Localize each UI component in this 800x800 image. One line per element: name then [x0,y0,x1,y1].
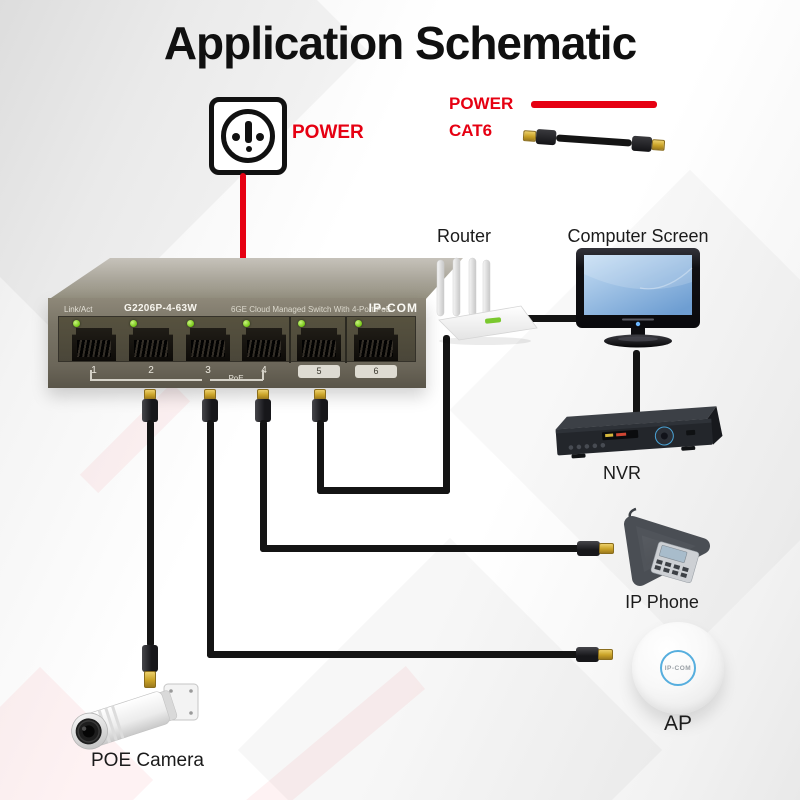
cable-plug [535,128,557,145]
port-led-icon [298,320,305,327]
cable-gold-tip [651,138,666,151]
port-led-icon [355,320,362,327]
rj45-port-4: 4 [238,317,290,376]
outlet-circle [221,109,275,163]
switch-linkact-label: Link/Act [64,305,93,314]
poe-bracket [210,379,263,381]
rj45-jack-icon [186,328,230,361]
cable-wire [555,133,633,147]
poe-camera-icon [71,683,199,750]
ap-icon: IP-COM [632,622,724,714]
eth-cable-nvr [633,350,640,420]
rj45-jack-icon [242,328,286,361]
legend-power-line [531,101,657,108]
switch-brand-logo: IP-COM [368,301,418,315]
port-number: 5 [298,365,340,378]
rj45-plug [577,541,600,556]
rj45-port-1: 1 [68,317,120,376]
rj45-plug [142,645,158,672]
rj45-port-3: 3 [182,317,234,376]
rj45-jack-icon [72,328,116,361]
background-red-mark [79,382,191,494]
rj45-plug [576,647,599,662]
eth-cable-router [443,335,450,494]
cable-plug [631,135,653,152]
port-group-divider [289,317,291,363]
eth-cable-monitor [508,315,590,322]
legend-power-label: POWER [449,94,514,113]
port-number: 6 [355,365,397,378]
switch-description: 6GE Cloud Managed Switch With 4-Port PoE [231,305,392,314]
background-red-mark [244,666,426,800]
eth-cable-phone [260,420,267,552]
port-number: 2 [148,365,154,376]
port-number: 3 [205,365,211,376]
rj45-jack-icon [354,328,398,361]
rj45-jack-icon [129,328,173,361]
poe-bracket [90,370,92,380]
switch-ports-panel: 1 2 3 4 5 6 [58,316,416,378]
rj45-plug [202,399,218,422]
port-number: 1 [91,365,97,376]
eth-cable-router [317,487,450,494]
rj45-plug [255,399,271,422]
computer-screen-label: Computer Screen [567,226,709,246]
power-outlet-icon [209,97,287,175]
outlet-pin [232,133,240,141]
nvr-icon [555,406,723,459]
poe-bracket [90,379,202,381]
power-cable [240,173,246,287]
rj45-plug [142,399,158,422]
monitor-icon [576,248,700,348]
outlet-bar [245,121,252,143]
power-label: POWER [292,122,364,143]
eth-cable-ap [207,651,579,658]
eth-cable-phone [260,545,580,552]
legend-cat6-label: CAT6 [449,121,493,140]
ap-ring: IP-COM [660,650,696,686]
rj45-jack-icon [297,328,341,361]
rj45-port-5: 5 [293,317,345,378]
rj45-plug [312,399,328,422]
ip-phone-label: IP Phone [625,592,699,612]
rj45-port-2: 2 [125,317,177,376]
rj45-plug-tip [599,543,614,554]
poe-bracket [262,370,264,380]
port-led-icon [243,320,250,327]
rj45-plug-tip [598,649,613,660]
switch-model: G2206P-4-63W [124,303,198,314]
poe-camera-label: POE Camera [91,750,204,771]
ap-label: AP [663,712,692,735]
nvr-label: NVR [602,463,641,483]
eth-cable-router [317,420,324,494]
rj45-plug-tip [144,671,156,688]
poe-switch: Link/Act G2206P-4-63W 6GE Cloud Managed … [48,298,426,388]
background-chevron [238,538,662,800]
eth-cable-camera [147,420,154,647]
eth-cable-ap [207,420,214,658]
page-title: Application Schematic [163,17,637,69]
port-led-icon [73,320,80,327]
ap-brand: IP-COM [664,664,692,672]
ip-phone-icon [624,507,710,586]
legend-cat6-cable-icon [522,124,666,156]
poe-label: PoE [206,374,266,383]
port-led-icon [130,320,137,327]
router-label: Router [436,226,492,246]
port-led-icon [187,320,194,327]
outlet-pin [256,133,264,141]
router-icon [436,257,538,345]
outlet-pin [246,146,252,152]
rj45-port-6: 6 [350,317,402,378]
cable-gold-tip [522,129,537,142]
port-group-divider [345,317,347,363]
switch-top-face [48,258,463,300]
port-number: 4 [261,365,267,376]
